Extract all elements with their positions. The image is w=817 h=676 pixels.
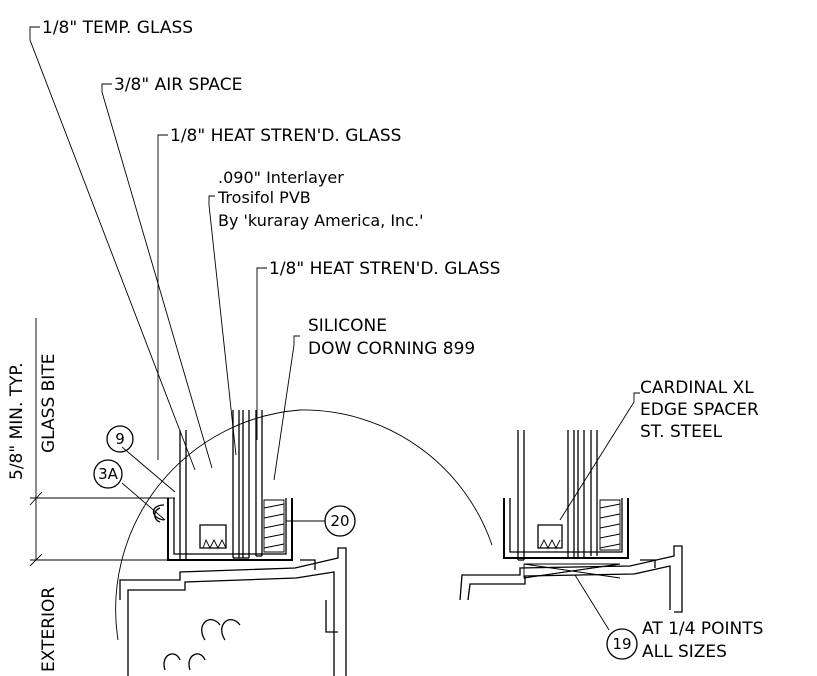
leaders-right [559, 392, 640, 631]
callout-interlayer-line2: Trosifol PVB [217, 188, 311, 207]
label-min-typ: 5/8" MIN. TYP. [7, 362, 27, 480]
tag-20: 20 [324, 505, 356, 537]
callout-silicone-line2: DOW CORNING 899 [308, 339, 475, 359]
callout-air-space: 3/8" AIR SPACE [114, 75, 242, 95]
glass-lites-left [179, 410, 263, 561]
callout-spacer-line3: ST. STEEL [640, 422, 723, 442]
callout-points-line2: ALL SIZES [642, 642, 727, 662]
callout-points-line1: AT 1/4 POINTS [642, 619, 763, 639]
detail-circle [115, 409, 493, 641]
frame-extrusion-right [459, 545, 683, 613]
glazing-pocket-left [152, 498, 293, 561]
svg-text:20: 20 [330, 512, 349, 530]
callout-silicone-line1: SILICONE [308, 316, 387, 336]
label-glass-bite: GLASS BITE [39, 354, 59, 453]
callout-interlayer-line3: By 'kuraray America, Inc.' [218, 211, 423, 230]
callout-spacer-line1: CARDINAL XL [640, 378, 754, 398]
callout-temp-glass: 1/8" TEMP. GLASS [42, 18, 193, 38]
callout-interlayer-line1: .090" Interlayer [218, 168, 344, 187]
glazing-pocket-right [503, 498, 629, 559]
right-section-detail [459, 392, 683, 631]
callout-spacer-line2: EDGE SPACER [640, 400, 759, 420]
tag-9: 9 [106, 425, 134, 453]
left-section-detail [29, 26, 493, 676]
glass-bite-dimension [29, 318, 175, 567]
svg-text:19: 19 [612, 635, 631, 653]
callout-heat-glass-1: 1/8" HEAT STREN'D. GLASS [170, 126, 401, 146]
svg-text:9: 9 [115, 430, 125, 448]
frame-extrusion-left [119, 547, 347, 676]
glass-lites-right [517, 430, 598, 561]
tag-3a: 3A [93, 459, 123, 489]
label-exterior: EXTERIOR [39, 587, 59, 672]
callout-heat-glass-2: 1/8" HEAT STREN'D. GLASS [269, 259, 500, 279]
tag-19: 19 [606, 628, 638, 660]
svg-text:3A: 3A [98, 465, 119, 483]
leaders-left [29, 26, 325, 522]
